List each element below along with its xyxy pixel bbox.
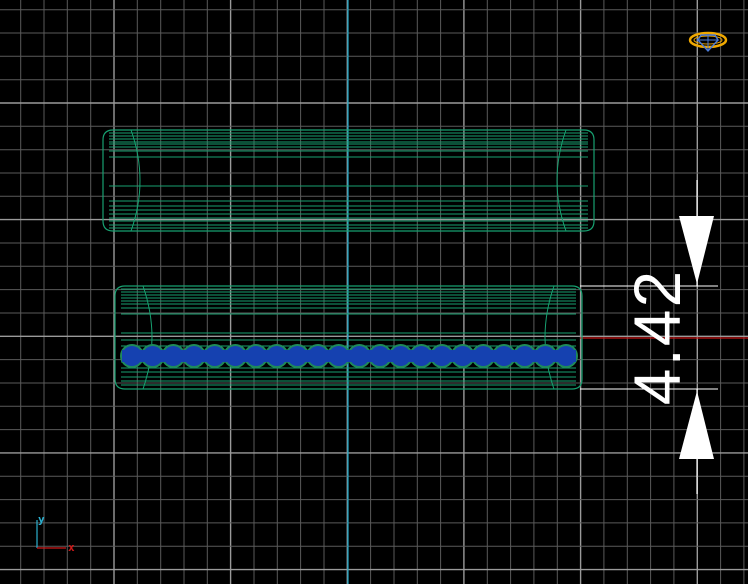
upper-ring-band — [102, 129, 595, 232]
band-profile-right — [556, 129, 567, 232]
axis-widget-x-label: x — [68, 541, 75, 554]
band-outline — [114, 285, 583, 390]
band-profile-left — [130, 129, 141, 232]
arrowhead-down-icon — [679, 216, 714, 284]
gem-channel — [122, 350, 576, 362]
axis-widget: yx — [36, 513, 75, 554]
gem-icon — [697, 34, 719, 53]
arrowhead-up-icon — [679, 391, 714, 459]
band-profile-right — [544, 285, 555, 390]
band-outline — [102, 129, 595, 232]
dimension-annotation[interactable]: 4.42 — [580, 180, 718, 494]
axis-widget-y-label: y — [38, 513, 45, 526]
gem-ring-view-icon[interactable] — [688, 31, 728, 53]
dimension-value[interactable]: 4.42 — [620, 269, 694, 405]
gem-row — [120, 344, 578, 368]
ring-model[interactable] — [102, 129, 595, 390]
band-profile-left — [142, 285, 153, 390]
